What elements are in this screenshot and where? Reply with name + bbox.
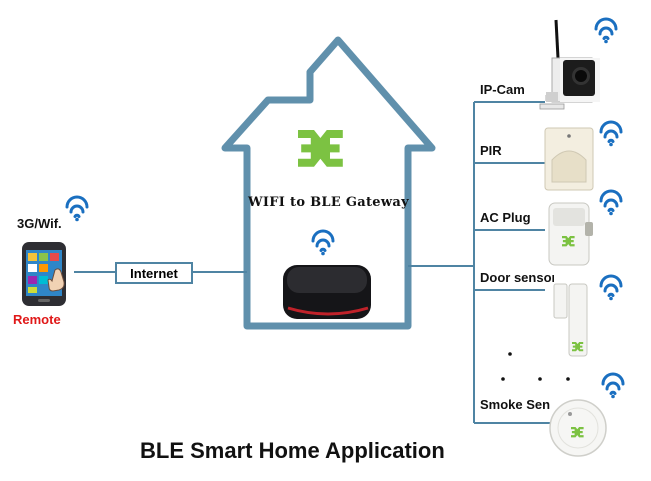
gateway-device-icon bbox=[283, 265, 371, 319]
remote-label: Remote bbox=[13, 312, 61, 327]
smoke-sensor-icon bbox=[549, 399, 607, 457]
device-label-door-sensor: Door sensor bbox=[480, 270, 554, 285]
remote-network-label: 3G/Wif. bbox=[17, 216, 62, 231]
device-label-ipcam: IP-Cam bbox=[480, 82, 525, 97]
plug-wifi-icon bbox=[599, 189, 623, 217]
ipcam-wifi-icon bbox=[594, 17, 618, 45]
internet-label: Internet bbox=[130, 265, 178, 281]
internet-box: Internet bbox=[115, 262, 193, 284]
gateway-label: WIFI to BLE Gateway bbox=[248, 195, 409, 210]
more-devices-dots bbox=[501, 352, 570, 381]
smartphone-icon bbox=[22, 242, 66, 306]
door-sensor-icon bbox=[553, 283, 588, 357]
diagram-title: BLE Smart Home Application bbox=[140, 438, 445, 463]
door-wifi-icon bbox=[599, 274, 623, 302]
device-label-ac-plug: AC Plug bbox=[480, 210, 531, 225]
pir-wifi-icon bbox=[599, 120, 623, 148]
gateway-logo-icon bbox=[298, 130, 343, 167]
ip-camera-icon bbox=[539, 19, 600, 110]
device-label-smoke-sensor: Smoke Sen bbox=[480, 397, 551, 412]
device-label-pir: PIR bbox=[480, 143, 502, 158]
pir-sensor-icon bbox=[544, 127, 594, 191]
smoke-wifi-icon bbox=[601, 372, 625, 400]
device-label-door-sensor-text: Door sensor bbox=[480, 270, 554, 285]
gateway-wifi-icon bbox=[311, 229, 335, 257]
remote-wifi-icon bbox=[65, 195, 89, 223]
ac-plug-icon bbox=[548, 202, 593, 266]
house-outline bbox=[221, 36, 436, 330]
